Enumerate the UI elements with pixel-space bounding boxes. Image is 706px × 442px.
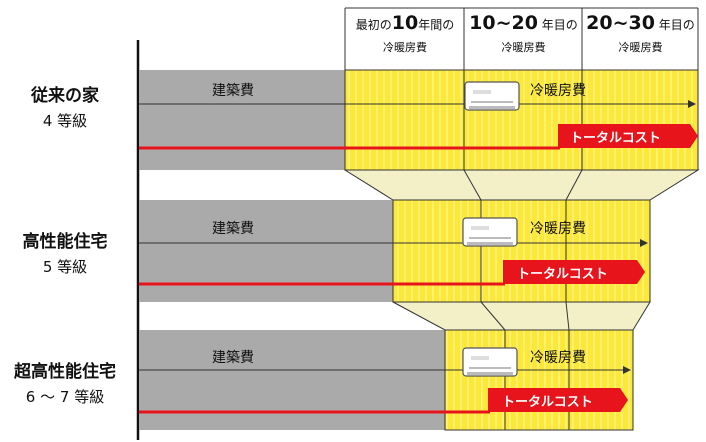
header-grid (344, 7, 699, 70)
total-cost-label: トータルコスト (502, 395, 593, 410)
heating-bar (344, 69, 699, 171)
row-high-performance (139, 199, 651, 303)
column-header-1: 最初の10年間の 冷暖房費 (355, 12, 455, 54)
air-conditioner-icon (462, 347, 518, 377)
construction-label: 建築費 (212, 221, 254, 237)
heating-label: 冷暖房費 (530, 221, 586, 237)
construction-label: 建築費 (212, 350, 254, 366)
column-header-2: 10~20 年目の 冷暖房費 (469, 12, 578, 54)
heating-bar (444, 329, 634, 431)
total-banner (503, 260, 645, 284)
row-conventional (139, 69, 699, 171)
total-cost-label: トータルコスト (517, 267, 608, 282)
construction-label: 建築費 (212, 83, 254, 99)
total-cost-label: トータルコスト (570, 131, 661, 146)
connectors (343, 169, 700, 331)
heating-label: 冷暖房費 (530, 83, 586, 99)
construction-bar (139, 70, 345, 170)
divider-lines (463, 169, 583, 331)
air-conditioner-icon (464, 81, 520, 111)
column-header-3: 20~30 年目の 冷暖房費 (586, 12, 695, 54)
construction-bar (139, 330, 445, 430)
total-banner (488, 388, 628, 412)
air-conditioner-icon (462, 217, 518, 247)
construction-bar (139, 200, 393, 302)
row-ultra-high-performance (139, 329, 634, 431)
heating-bar (392, 199, 651, 303)
total-banner (558, 124, 698, 148)
heating-label: 冷暖房費 (530, 350, 586, 366)
